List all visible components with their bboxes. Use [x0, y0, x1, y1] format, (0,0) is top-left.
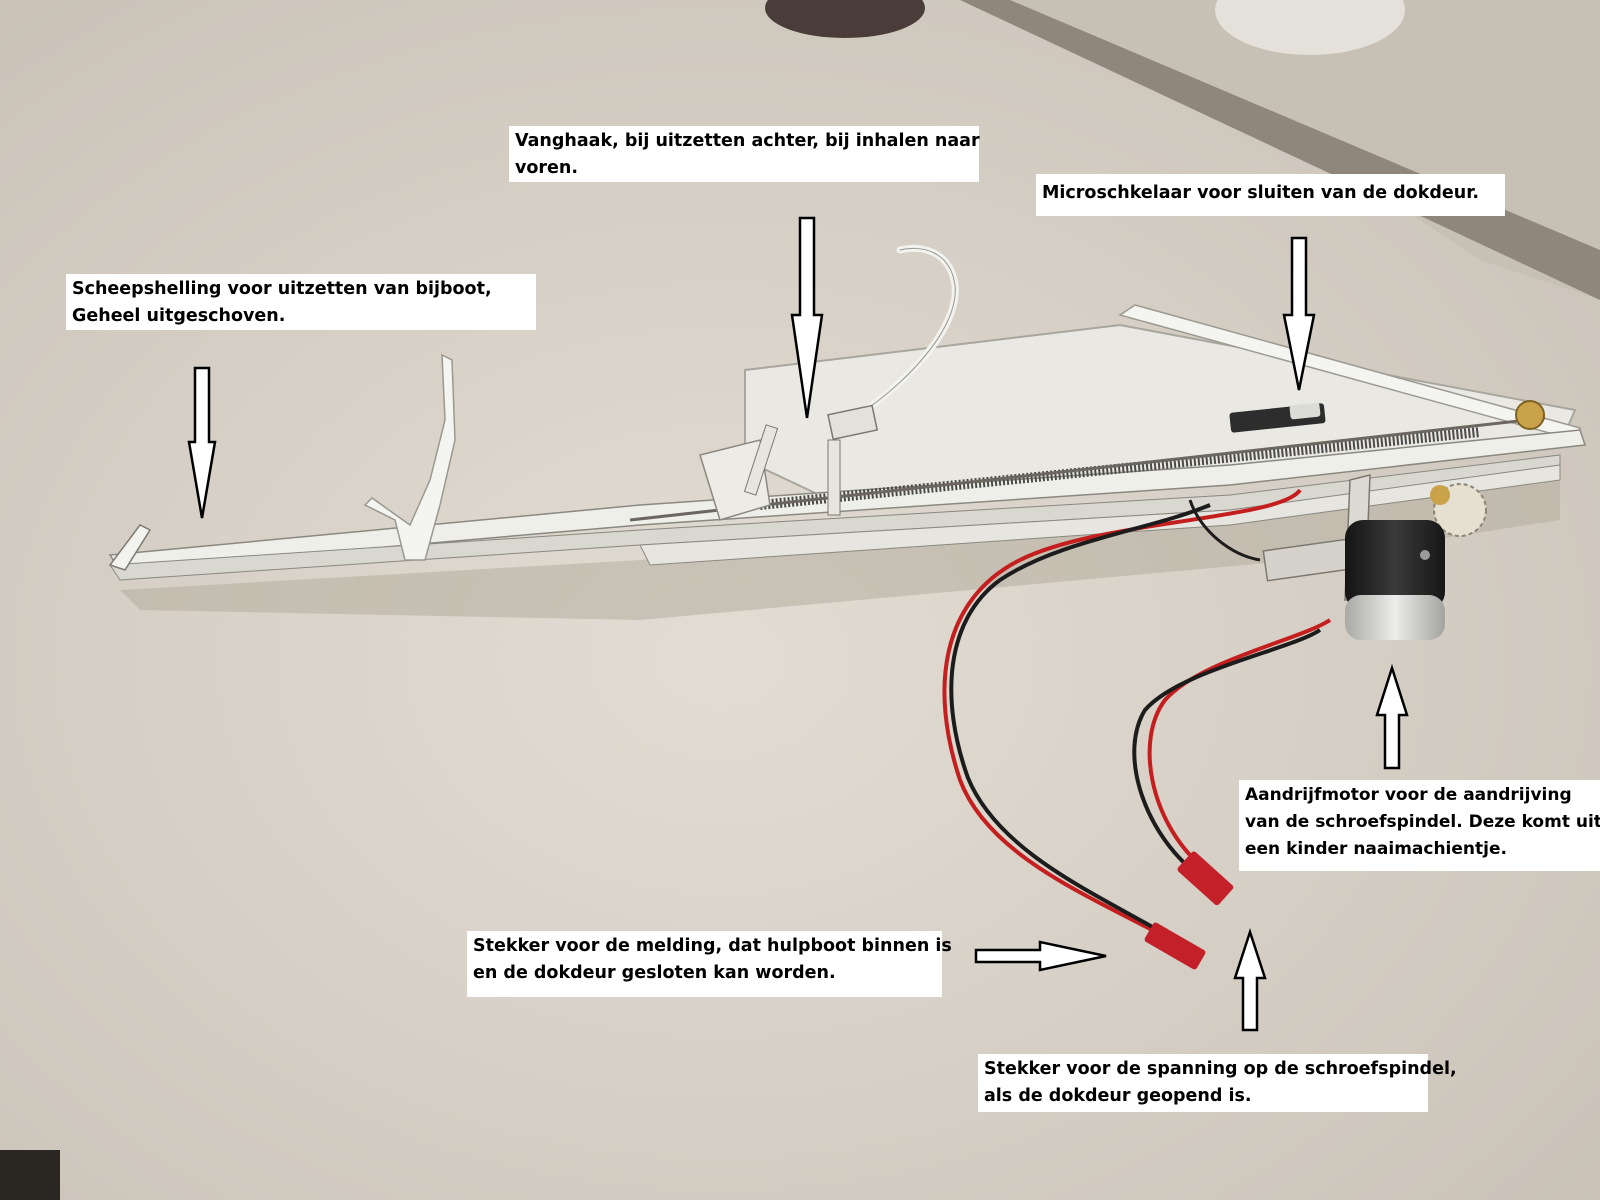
label-micro-switch: Microschkelaar voor sluiten van de dokde…	[1036, 174, 1505, 216]
arrow-power-plug	[1233, 927, 1267, 1032]
sill-edge	[960, 0, 1600, 300]
red-wire-right	[1147, 618, 1332, 867]
arrow-signal-plug	[974, 940, 1107, 972]
arrow-drive-motor	[1375, 663, 1409, 770]
hook-pivot	[827, 404, 879, 441]
drive-motor-body	[1345, 520, 1445, 610]
black-wire-right	[1132, 628, 1322, 872]
spindle-rod	[629, 416, 1546, 522]
label-signal-plug: Stekker voor de melding, dat hulpboot bi…	[467, 931, 952, 997]
signal-plug	[1144, 922, 1206, 970]
gear-small-brass	[1430, 485, 1450, 505]
slipway-end-bracket	[108, 524, 152, 571]
dark-corner	[0, 1150, 60, 1200]
arrow-catch-hook	[790, 216, 824, 419]
arrow-slipway	[187, 366, 217, 519]
label-signal-plug-line-2: en de dokdeur gesloten kan worden.	[473, 963, 836, 983]
label-drive-motor-line-2: van de schroefspindel. Deze komt uit	[1245, 812, 1600, 832]
label-slipway: Scheepshelling voor uitzetten van bijboo…	[66, 274, 536, 330]
motor-screw	[1420, 550, 1430, 560]
slipway-cradle-arm	[363, 353, 456, 561]
label-power-plug-line-1: Stekker voor de spanning op de schroefsp…	[984, 1059, 1457, 1079]
label-catch-hook-line-1: Vanghaak, bij uitzetten achter, bij inha…	[515, 131, 980, 151]
cup-bottom	[1215, 0, 1405, 55]
plate-top-rail	[1118, 304, 1582, 441]
black-wire-motor	[1188, 499, 1261, 562]
label-power-plug-line-2: als de dokdeur geopend is.	[984, 1086, 1252, 1106]
arrow-micro-switch	[1282, 236, 1316, 391]
label-catch-hook: Vanghaak, bij uitzetten achter, bij inha…	[509, 126, 980, 182]
gear-brass	[1515, 400, 1545, 430]
label-catch-hook-line-2: voren.	[515, 158, 579, 178]
label-slipway-line-1: Scheepshelling voor uitzetten van bijboo…	[72, 279, 492, 299]
label-micro-switch-line-1: Microschkelaar voor sluiten van de dokde…	[1042, 183, 1479, 203]
carriage-block	[699, 439, 771, 521]
power-plug	[1177, 851, 1234, 906]
jar-bottom	[765, 0, 925, 38]
black-wire-left	[949, 503, 1211, 942]
micro-switch-lever	[1289, 402, 1321, 420]
drive-motor-can	[1345, 595, 1445, 640]
label-signal-plug-line-1: Stekker voor de melding, dat hulpboot bi…	[473, 936, 952, 956]
red-wire-left	[942, 488, 1302, 947]
label-power-plug: Stekker voor de spanning op de schroefsp…	[978, 1054, 1457, 1112]
base-beam	[639, 464, 1561, 566]
label-drive-motor: Aandrijfmotor voor de aandrijving van de…	[1239, 780, 1600, 871]
label-drive-motor-line-1: Aandrijfmotor voor de aandrijving	[1245, 785, 1572, 805]
label-slipway-line-2: Geheel uitgeschoven.	[72, 306, 286, 326]
label-drive-motor-line-3: een kinder naaimachientje.	[1245, 839, 1507, 859]
carriage-post	[743, 424, 779, 496]
hook-post	[827, 439, 841, 516]
